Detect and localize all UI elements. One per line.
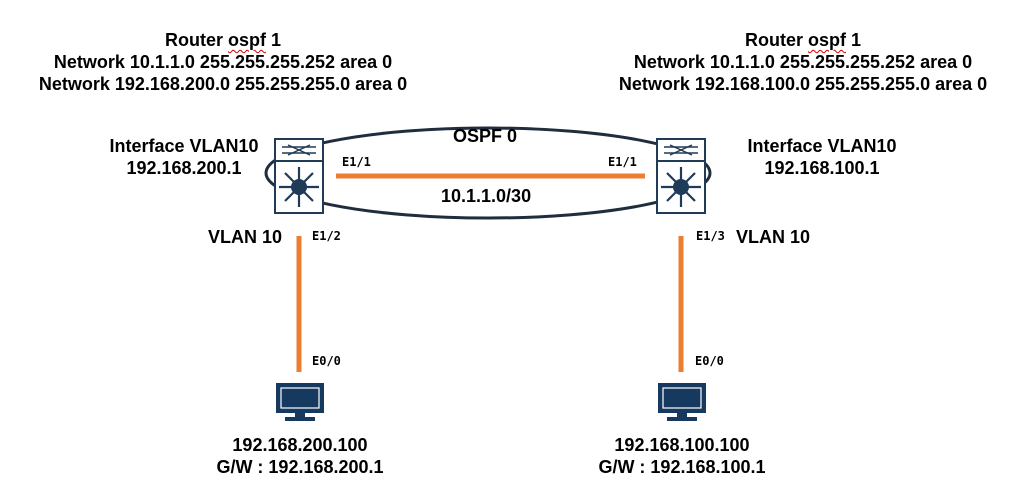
left-pc-port: E0/0	[312, 354, 341, 368]
ospf-area-label: OSPF 0	[453, 126, 518, 146]
left-config-network2: Network 192.168.200.0 255.255.255.0 area…	[38, 74, 408, 94]
pc-monitor-icon	[276, 383, 324, 421]
ospf-area-ellipse	[264, 126, 712, 220]
left-vlan-label: VLAN 10	[208, 227, 283, 247]
right-pc-gateway: G/W : 192.168.100.1	[598, 457, 766, 477]
left-pc[interactable]	[275, 382, 325, 422]
right-config-network2: Network 192.168.100.0 255.255.255.0 area…	[618, 74, 988, 94]
right-port-e11: E1/1	[608, 155, 637, 169]
left-pc-info: 192.168.200.100 G/W : 192.168.200.1	[180, 434, 420, 478]
right-port-e13: E1/3	[696, 229, 725, 243]
right-pc[interactable]	[657, 382, 707, 422]
right-config-network1: Network 10.1.1.0 255.255.255.252 area 0	[633, 52, 973, 72]
left-interface-label: Interface VLAN10 192.168.200.1	[74, 135, 294, 179]
link-subnet-label: 10.1.1.0/30	[441, 186, 532, 206]
left-port-e11: E1/1	[342, 155, 371, 169]
right-router-config: Router ospf 1 Network 10.1.1.0 255.255.2…	[580, 29, 1020, 95]
switch-icon	[656, 138, 706, 214]
left-interface-ip: 192.168.200.1	[126, 158, 242, 178]
left-config-network1: Network 10.1.1.0 255.255.255.252 area 0	[53, 52, 393, 72]
left-router-config: Router ospf 1 Network 10.1.1.0 255.255.2…	[0, 29, 446, 95]
right-config-router-line: Router ospf 1	[744, 30, 862, 50]
left-pc-gateway: G/W : 192.168.200.1	[216, 457, 384, 477]
right-pc-info: 192.168.100.100 G/W : 192.168.100.1	[562, 434, 802, 478]
switch-icon	[274, 138, 324, 214]
right-pc-port: E0/0	[695, 354, 724, 368]
right-interface-ip: 192.168.100.1	[764, 158, 880, 178]
ospf-keyword: ospf	[227, 30, 266, 50]
right-pc-ip: 192.168.100.100	[614, 435, 750, 455]
right-router[interactable]	[656, 138, 706, 214]
left-port-e12: E1/2	[312, 229, 341, 243]
right-interface-label: Interface VLAN10 192.168.100.1	[712, 135, 932, 179]
left-router[interactable]	[274, 138, 324, 214]
right-vlan-label: VLAN 10	[736, 227, 811, 247]
left-config-router-line: Router ospf 1	[164, 30, 282, 50]
pc-monitor-icon	[658, 383, 706, 421]
left-pc-ip: 192.168.200.100	[232, 435, 368, 455]
ospf-keyword: ospf	[807, 30, 846, 50]
